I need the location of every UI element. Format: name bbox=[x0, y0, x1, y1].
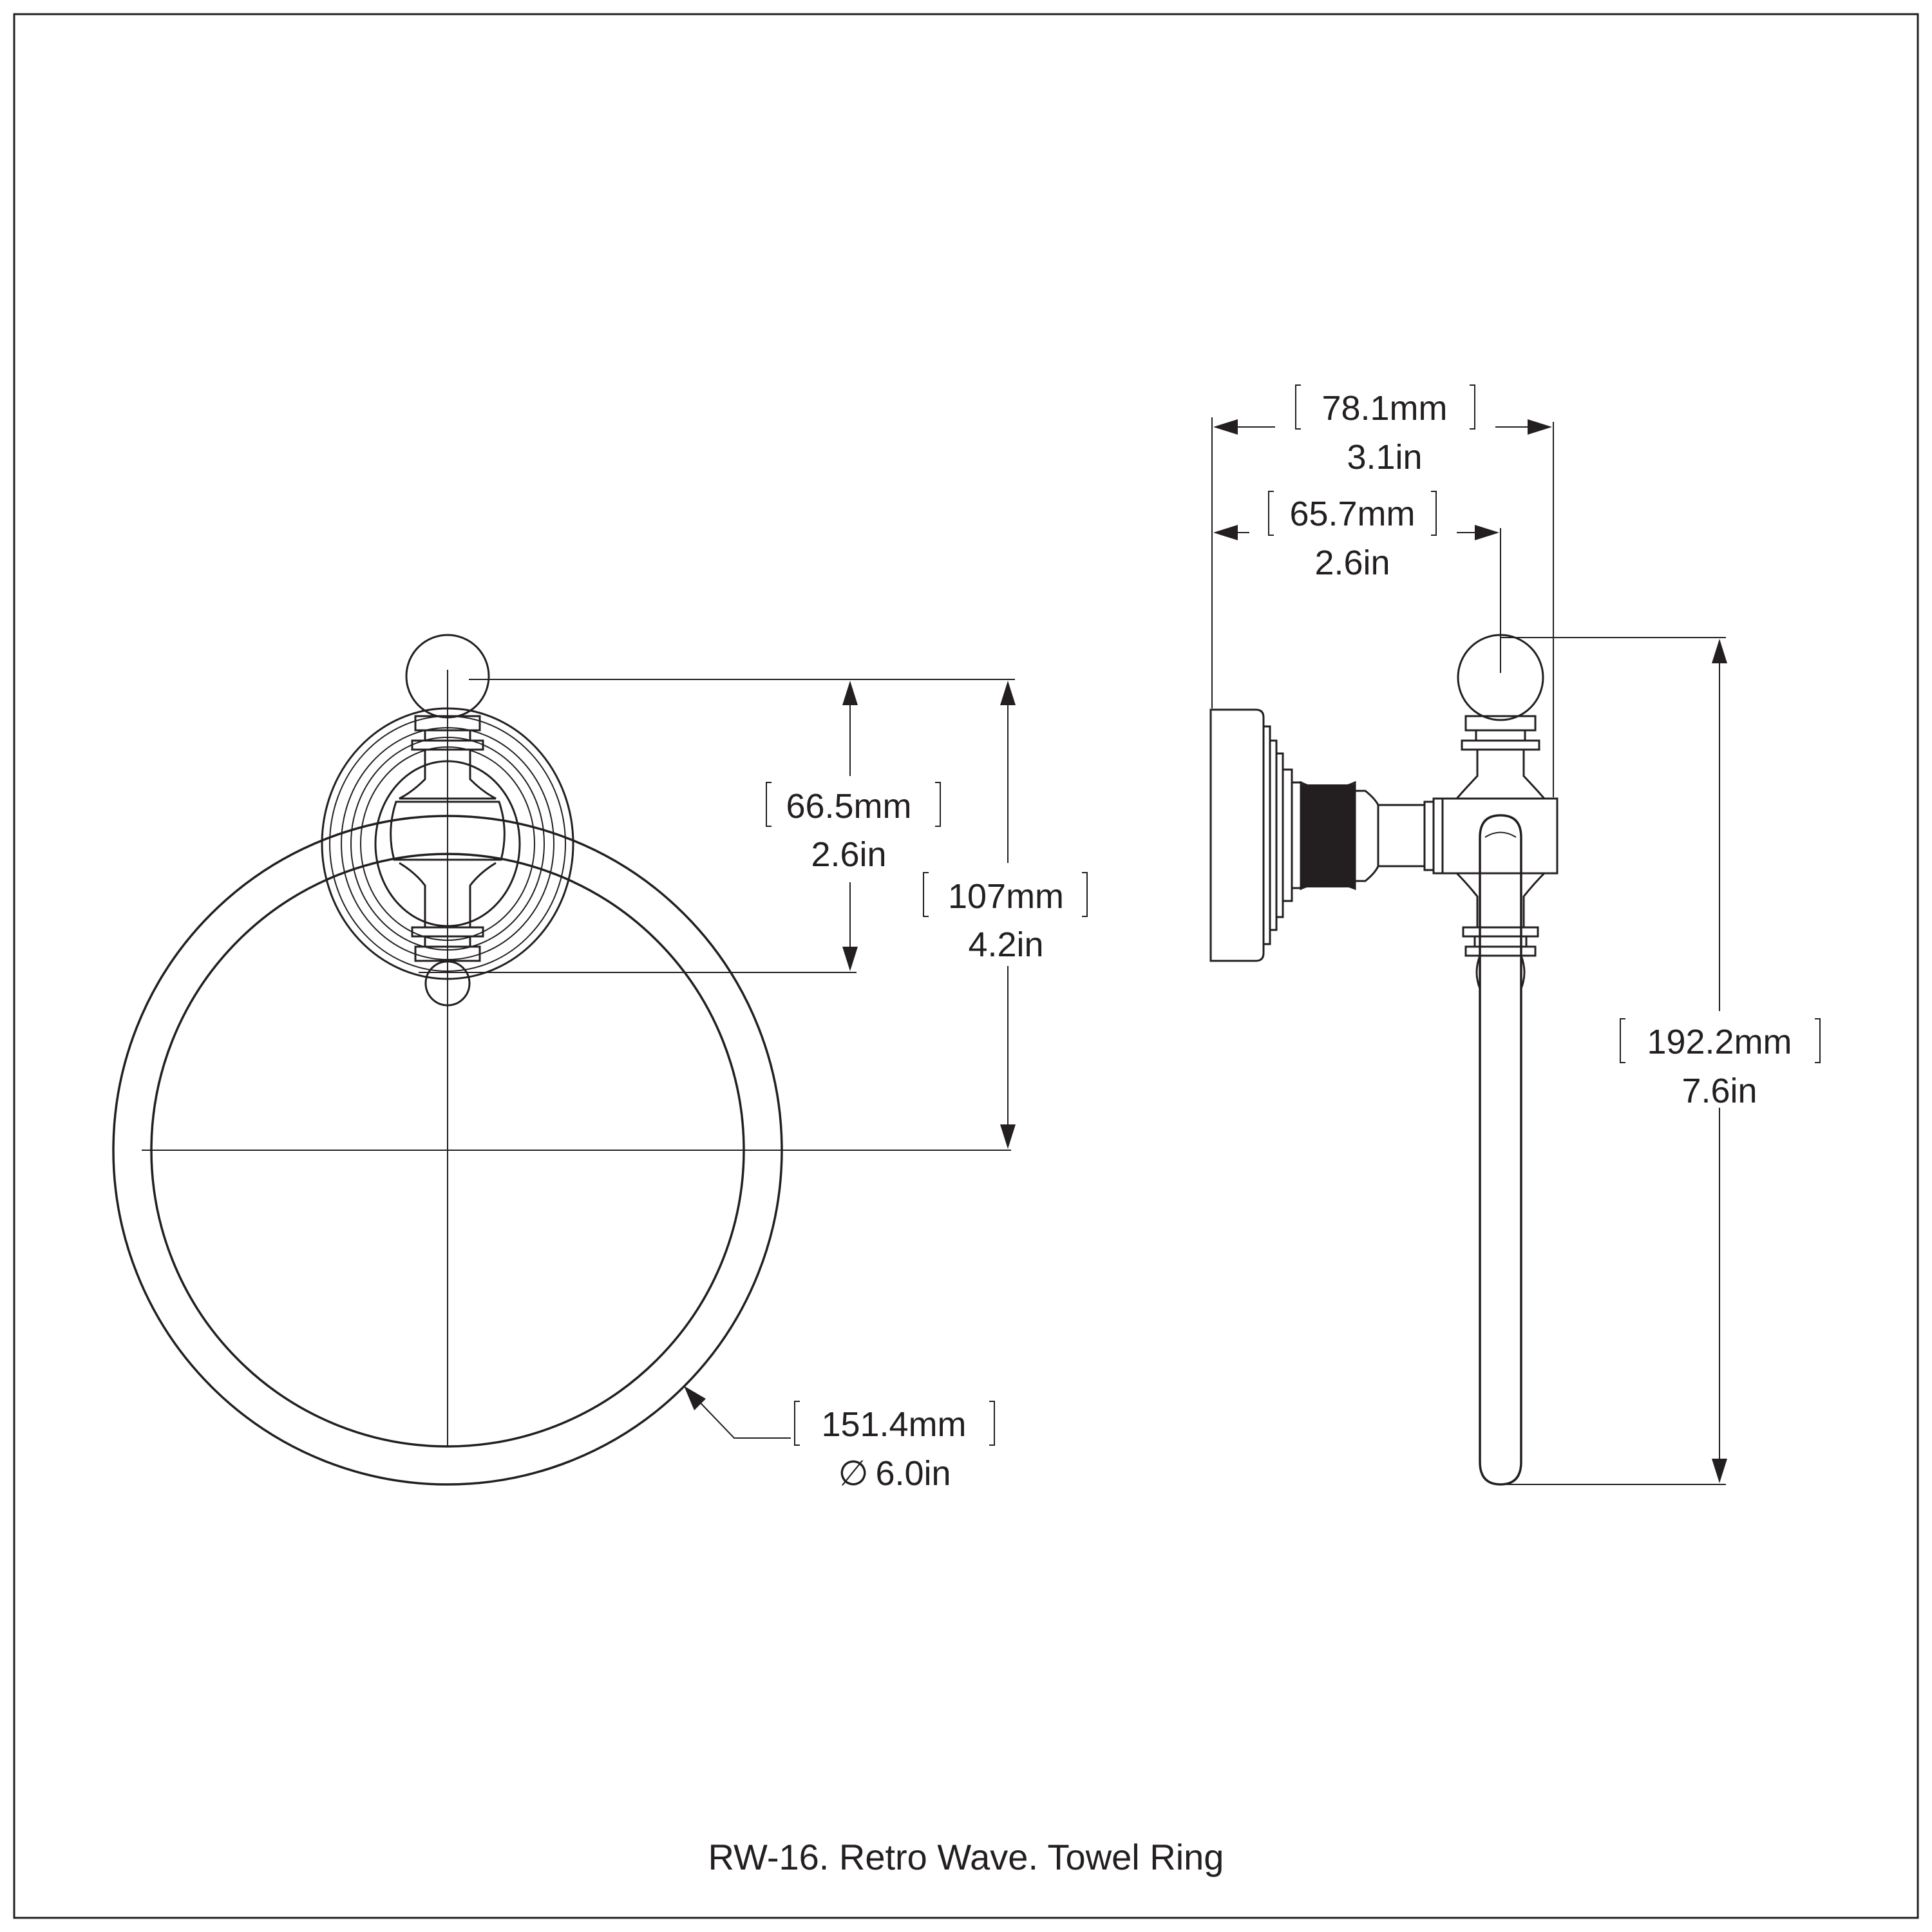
dim-78-mm: 78.1mm bbox=[1321, 389, 1447, 428]
wall-escutcheon bbox=[321, 707, 574, 980]
dim-151-in: 6.0in bbox=[875, 1454, 951, 1493]
dim-192-mm: 192.2mm bbox=[1647, 1023, 1792, 1061]
side-ring-bar bbox=[1479, 814, 1522, 1486]
dim-151-mm: 151.4mm bbox=[821, 1405, 966, 1444]
drawing-title: RW-16. Retro Wave. Towel Ring bbox=[708, 1837, 1224, 1877]
front-dimensions: 66.5mm 2.6in 107mm 4.2in 151.4mm ∅ 6.0in bbox=[419, 679, 1088, 1493]
dim-66-in: 2.6in bbox=[811, 835, 886, 874]
front-top-finial bbox=[405, 634, 490, 719]
side-hinge-block bbox=[1441, 797, 1558, 875]
front-post bbox=[390, 634, 506, 1007]
side-dimensions: 78.1mm 3.1in 65.7mm 2.6in 192.2mm 7.6in bbox=[1211, 384, 1821, 1485]
dim-66-mm: 66.5mm bbox=[786, 787, 911, 826]
dim-78-in: 3.1in bbox=[1347, 438, 1422, 477]
dim-107-in: 4.2in bbox=[968, 925, 1043, 964]
dim-65-mm: 65.7mm bbox=[1289, 495, 1415, 533]
front-view bbox=[112, 634, 1011, 1486]
dim-107-mm: 107mm bbox=[948, 877, 1064, 916]
diameter-symbol: ∅ bbox=[838, 1454, 868, 1493]
ring-outer-edge bbox=[112, 815, 783, 1486]
side-view bbox=[1209, 634, 1558, 1486]
dim-65-in: 2.6in bbox=[1314, 544, 1390, 582]
side-wave-band bbox=[1301, 784, 1355, 887]
front-bottom-finial bbox=[424, 960, 471, 1007]
ring-inner-edge bbox=[150, 853, 745, 1448]
drawing-frame bbox=[13, 13, 1919, 1919]
dim-192-in: 7.6in bbox=[1681, 1072, 1757, 1110]
side-wall-flange bbox=[1209, 708, 1265, 962]
